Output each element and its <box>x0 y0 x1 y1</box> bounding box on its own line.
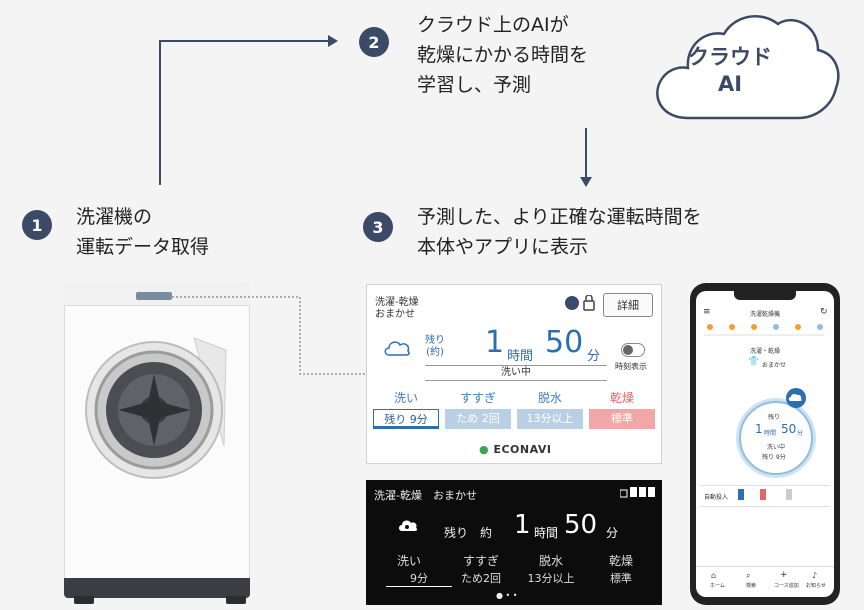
dark-stage-spin-label: 脱水 <box>538 554 563 568</box>
stage-spin-value: 13分以上 <box>517 409 583 429</box>
stage-dry-label: 乾燥 <box>609 391 634 405</box>
flow-line-right <box>159 40 331 42</box>
flow-arrow-down-icon <box>580 177 592 187</box>
phone-auto-label: 自動投入 <box>704 494 729 501</box>
cloud-icon <box>656 15 840 120</box>
panel-light-hours: 1 <box>485 325 505 360</box>
flow-arrow-right-icon <box>328 35 338 47</box>
panel-dark-lock-icon <box>620 487 655 498</box>
phone-cloud-badge-icon <box>786 388 806 408</box>
stage-dry-value: 標準 <box>589 409 655 429</box>
step-1-number: 1 <box>22 210 52 240</box>
stage-rinse-value: ため 2回 <box>445 409 511 429</box>
flow-line-up <box>159 40 161 185</box>
washer-base <box>64 578 250 598</box>
panel-light-minutes: 50 <box>545 325 584 360</box>
washer-foot-left <box>74 596 94 604</box>
panel-connector <box>172 296 366 375</box>
phone-hours-unit: 時間 <box>764 430 777 437</box>
phone-hours: 1 <box>755 422 763 436</box>
phone-mode: 洗濯・乾燥 <box>750 348 781 355</box>
step-2-text: クラウド上のAIが 乾燥にかかる時間を 学習し、予測 <box>417 14 589 96</box>
stage-wash-value: 残り 9分 <box>373 409 439 429</box>
panel-light-title-line2: おまかせ <box>375 309 415 320</box>
cloud-label: クラウド AI <box>688 45 772 96</box>
washer-control-panel <box>136 292 172 300</box>
stage-rinse-label: すすぎ <box>459 391 496 405</box>
phone-progress-ring-inner <box>739 401 813 475</box>
econavi-logo: ● ECONAVI <box>479 443 552 456</box>
dark-stage-wash-value: 9分 <box>386 570 452 587</box>
phone-search-icon: ⌕ <box>746 571 751 580</box>
phone-course: おまかせ <box>762 362 787 369</box>
phone-nav-add[interactable]: コース追加 <box>774 583 799 589</box>
panel-light-status: 洗い中 <box>425 365 607 381</box>
panel-light-remain-label: 残り (約) <box>425 335 445 358</box>
step-3-number: 3 <box>363 212 393 242</box>
step-3-text: 予測した、より正確な運転時間を 本体やアプリに表示 <box>417 206 702 258</box>
phone-nav-search[interactable]: 検索 <box>746 583 757 589</box>
control-panel-dark: 洗濯-乾燥 おまかせ 残り 約 1 時間 50 分 洗い すすぎ 脱水 乾燥 9… <box>366 480 662 605</box>
panel-dark-minutes: 50 <box>564 510 598 540</box>
flow-line-down <box>585 128 587 180</box>
dark-stage-spin-value: 13分以上 <box>527 572 575 585</box>
panel-dark-page-dots: ● • • <box>496 591 518 600</box>
step-1-text: 洗濯機の 運転データ取得 <box>76 206 210 258</box>
phone-auto-dose-row[interactable] <box>700 485 830 507</box>
phone-shirt-icon: 👕 <box>748 357 760 367</box>
panel-dark-remain-label: 残り 約 <box>444 526 493 540</box>
phone-status: 洗い中 <box>767 444 786 451</box>
phone-sub-remain: 残り 9分 <box>762 454 786 461</box>
phone-weather-row <box>704 324 824 336</box>
phone-menu-icon[interactable]: ≡ <box>703 307 711 317</box>
dark-stage-dry-label: 乾燥 <box>608 554 633 568</box>
phone-detergent-icons <box>738 489 792 500</box>
phone-home-icon: ⌂ <box>711 571 717 580</box>
phone-nav-home[interactable]: ホーム <box>710 583 725 589</box>
dark-stage-dry-value: 標準 <box>610 572 632 585</box>
panel-dark-title: 洗濯-乾燥 おまかせ <box>374 489 477 502</box>
panel-dark-cloud-icon <box>399 520 418 531</box>
panel-dark-minutes-unit: 分 <box>606 526 619 540</box>
dark-stage-rinse-value: ため2回 <box>461 572 501 585</box>
phone-header: 洗濯乾燥機 <box>750 311 781 318</box>
phone-minutes: 50 <box>781 422 797 436</box>
phone-add-icon: + <box>780 570 788 580</box>
panel-light-title-line1: 洗濯-乾燥 <box>375 297 419 308</box>
phone-remain-label: 残り <box>768 414 781 421</box>
panel-dark-hours: 1 <box>514 510 531 540</box>
child-lock-icon <box>565 295 595 311</box>
time-display-toggle[interactable] <box>621 343 645 357</box>
phone-progress-ring <box>736 398 816 478</box>
time-display-label: 時刻表示 <box>615 362 647 371</box>
panel-light-minutes-unit: 分 <box>587 349 601 364</box>
panel-dark-hours-unit: 時間 <box>534 526 559 540</box>
panel-light-hours-unit: 時間 <box>507 349 534 364</box>
stage-spin-label: 脱水 <box>537 391 562 405</box>
washer-door-icon <box>85 337 227 479</box>
phone-nav-notice[interactable]: お知らせ <box>806 583 826 589</box>
stage-wash-label: 洗い <box>393 391 418 405</box>
step-2-number: 2 <box>359 27 389 57</box>
dark-stage-wash-label: 洗い <box>396 554 421 568</box>
cloud-ai-icon <box>384 341 410 356</box>
phone-bottom-nav <box>696 566 834 592</box>
phone-bell-icon: ♪ <box>812 571 818 580</box>
phone-refresh-icon[interactable]: ↻ <box>820 307 828 317</box>
washer-foot-right <box>226 596 246 604</box>
detail-button[interactable]: 詳細 <box>603 293 653 317</box>
phone-notch <box>734 290 796 300</box>
phone-minutes-unit: 分 <box>797 430 804 437</box>
dark-stage-rinse-label: すすぎ <box>462 554 499 568</box>
control-panel-light: 洗濯-乾燥 おまかせ 詳細 残り (約) 1 時間 50 分 時刻表示 洗い中 … <box>366 284 662 464</box>
